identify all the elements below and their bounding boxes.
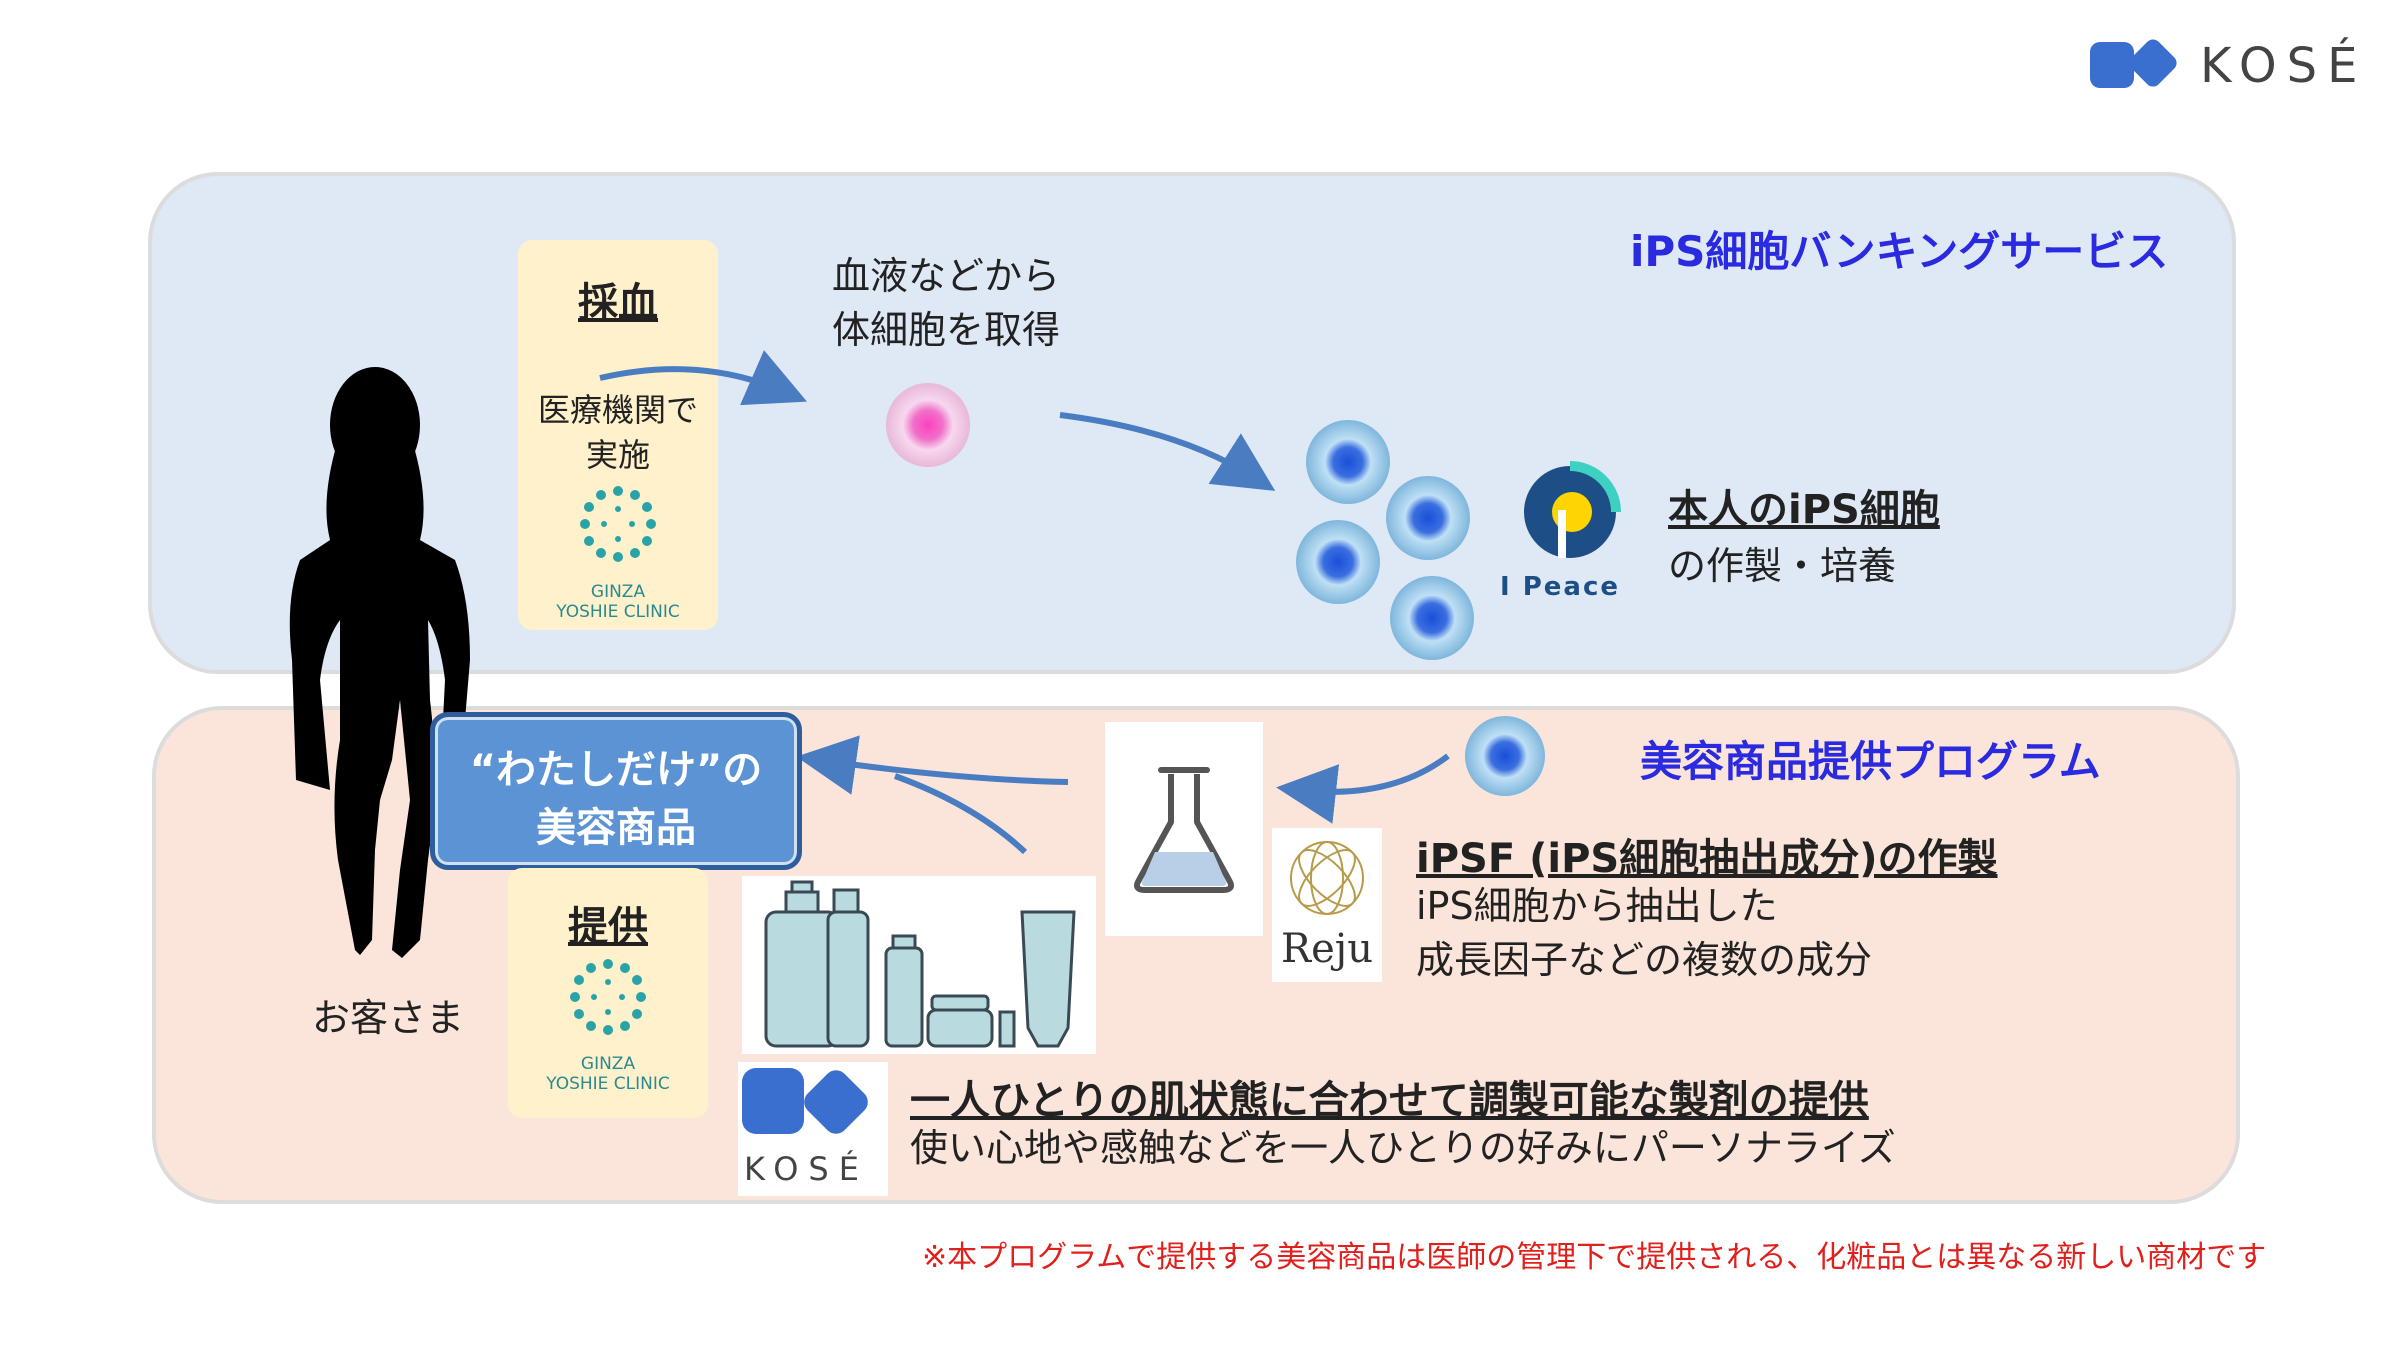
formulation-subtitle: 使い心地や感触などを一人ひとりの好みにパーソナライズ: [910, 1126, 1896, 1170]
ipsf-line2: iPS細胞から抽出した: [1416, 884, 1778, 928]
blood-collection-card: 採血 医療機関で 実施 GINZA YOSHIE CLINIC: [518, 240, 718, 630]
clinic-logo-icon: [580, 486, 656, 562]
blood-collection-line2: 実施: [585, 436, 650, 474]
cosmetic-bottles-icon: [764, 880, 1076, 1048]
formulation-title: 一人ひとりの肌状態に合わせて調製可能な製剤の提供: [910, 1078, 1869, 1124]
customer-label: お客さま: [312, 996, 465, 1040]
cosmetic-bottles-box: [742, 876, 1096, 1054]
somatic-cell-line1: 血液などから: [832, 254, 1061, 298]
kose-small-logo-text: KOSÉ: [744, 1150, 869, 1188]
reju-logo-text: Reju: [1281, 926, 1373, 972]
flask-box: [1105, 722, 1263, 936]
kose-logo: KOSÉ: [2090, 36, 2370, 96]
reju-logo-icon: [1290, 841, 1364, 915]
ips-cell-title: 本人のiPS細胞: [1668, 487, 1940, 533]
kose-logo-icon: [742, 1068, 868, 1134]
clinic-name-line2: YOSHIE CLINIC: [546, 1074, 670, 1094]
reju-logo: Reju: [1272, 828, 1382, 982]
blood-collection-title: 採血: [578, 280, 658, 326]
blood-collection-line1: 医療機関で: [537, 391, 698, 429]
clinic-name-line1: GINZA: [580, 1054, 636, 1074]
provide-card: 提供 GINZA YOSHIE CLINIC: [508, 868, 708, 1118]
kose-logo-icon: [2090, 39, 2177, 88]
clinic-logo-icon: [570, 959, 646, 1035]
custom-product-box: “わたしだけ”の 美容商品: [430, 712, 802, 870]
ipsf-title: iPSF (iPS細胞抽出成分)の作製: [1416, 836, 1998, 882]
ipeace-logo-text: I Peace: [1500, 572, 1621, 602]
provide-title: 提供: [568, 904, 648, 950]
ips-banking-title: iPS細胞バンキングサービス: [1630, 227, 2169, 276]
ipsf-line3: 成長因子などの複数の成分: [1416, 938, 1873, 982]
custom-product-line2: 美容商品: [536, 805, 696, 851]
flask-icon: [1134, 767, 1234, 893]
somatic-cell-line2: 体細胞を取得: [832, 308, 1061, 352]
clinic-name-line2: YOSHIE CLINIC: [556, 602, 680, 622]
custom-product-line1: “わたしだけ”の: [469, 747, 763, 793]
kose-logo-text: KOSÉ: [2200, 38, 2368, 94]
clinic-name-line1: GINZA: [590, 582, 646, 602]
footnote: ※本プログラムで提供する美容商品は医師の管理下で提供される、化粧品とは異なる新し…: [922, 1240, 2267, 1275]
beauty-program-title: 美容商品提供プログラム: [1640, 737, 2101, 786]
kose-small-logo: KOSÉ: [738, 1062, 888, 1196]
ips-cell-subtitle: の作製・培養: [1668, 544, 1897, 588]
